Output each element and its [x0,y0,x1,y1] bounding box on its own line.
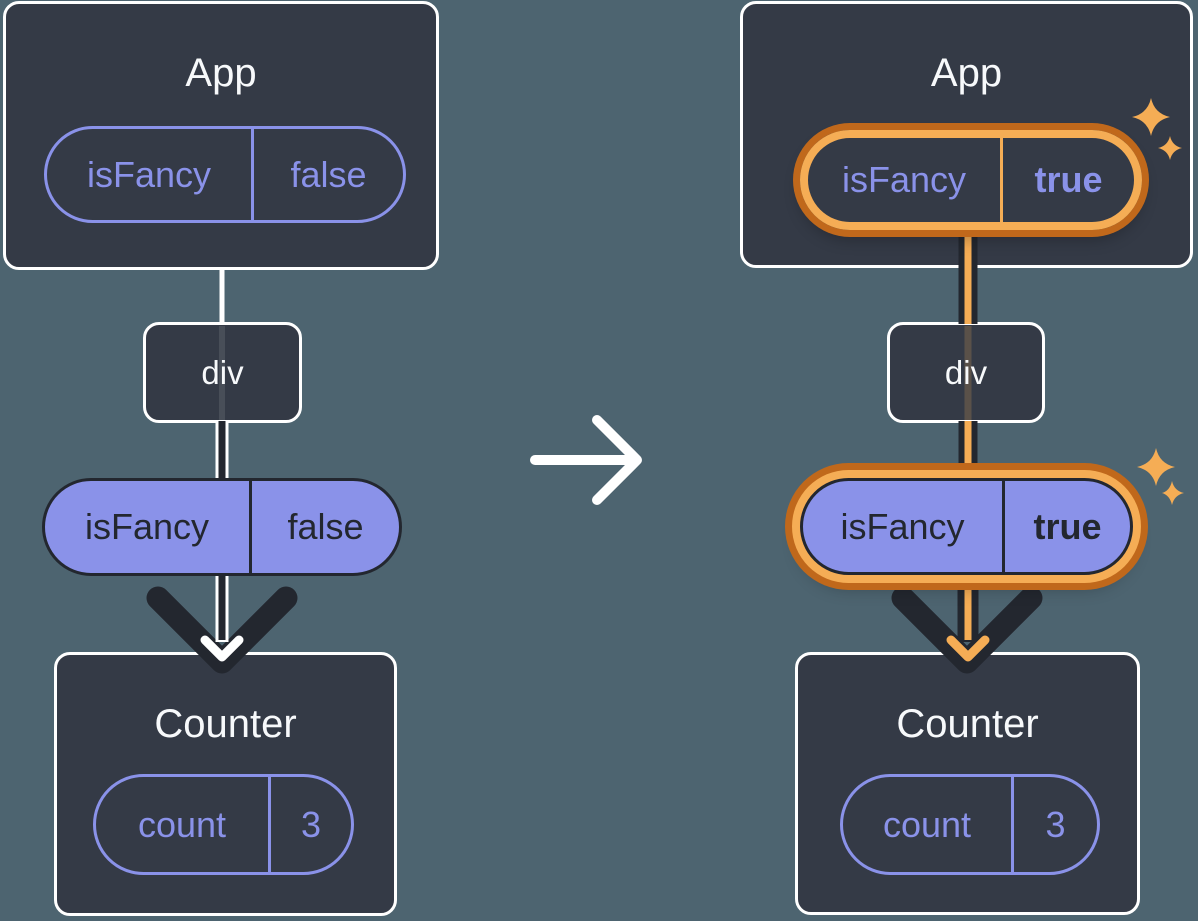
state-name: isFancy [841,159,967,200]
app-card-after: App isFancy true [740,1,1193,268]
div-label-after: div [944,353,988,391]
app-title-after: App [930,51,1003,95]
app-state-pill-before: isFancy false [44,126,406,223]
state-name: count [137,803,227,845]
state-value: 3 [268,777,351,872]
div-label-before: div [201,353,244,391]
app-title-before: App [185,51,257,95]
passed-prop-pill-after-highlighted: isFancy true [800,478,1133,575]
app-state-pill-after-highlighted: isFancy true [800,130,1142,230]
pass-down-arrow-icon-before [146,570,298,674]
passed-prop-pill-before: isFancy false [42,478,402,576]
sparkle-icons-prop [1137,448,1184,505]
counter-card-after: Counter count 3 [795,652,1140,915]
prop-value: false [249,481,399,573]
state-value: 3 [1011,777,1097,872]
counter-state-pill-before: count 3 [93,774,354,875]
app-card-before: App isFancy false [3,1,439,270]
counter-title-before: Counter [154,702,297,746]
div-card-after: div [887,322,1045,423]
counter-card-before: Counter count 3 [54,652,397,916]
div-card-before: div [143,322,302,423]
sparkle-icon [1162,481,1184,505]
counter-title-after: Counter [896,702,1039,746]
state-name: count [882,803,972,845]
state-name: isFancy [86,153,212,195]
transition-arrow-icon [530,415,642,505]
prop-name: isFancy [840,505,965,547]
sparkle-icon [1137,448,1175,486]
pass-down-arrow-icon-after [891,585,1043,674]
prop-name: isFancy [84,506,210,547]
counter-state-pill-after: count 3 [840,774,1100,875]
state-value: true [1000,138,1134,222]
prop-value: true [1002,481,1130,572]
state-value: false [251,129,403,220]
